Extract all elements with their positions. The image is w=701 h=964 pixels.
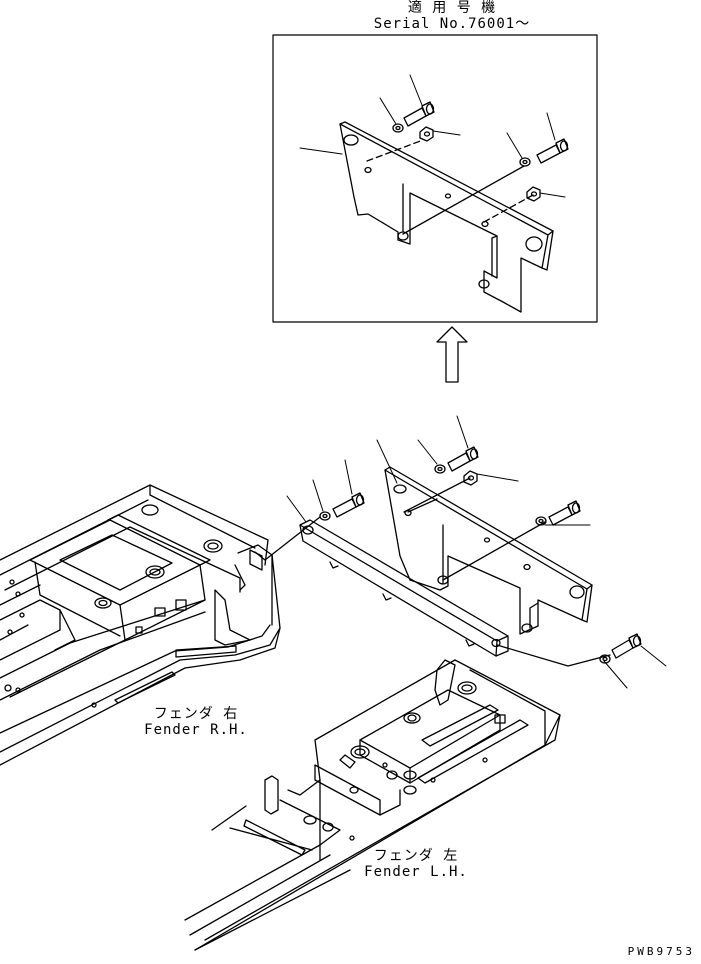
main-bolt-2 <box>447 446 479 472</box>
inset-bracket-plate <box>339 121 554 313</box>
main-bolt-1 <box>332 492 365 518</box>
inset-bolt-1 <box>403 101 435 127</box>
fender-lh <box>184 659 561 951</box>
arrow-up-icon <box>436 326 468 383</box>
inset-washer-1 <box>392 123 404 133</box>
fender-lh-label-jp: フェンダ 左 <box>373 848 459 864</box>
inset-nut-1 <box>419 126 434 142</box>
main-bracket-plate <box>384 466 593 635</box>
fender-rh <box>0 484 281 766</box>
main-washer-4 <box>599 654 611 664</box>
long-rail-bracket <box>299 519 509 657</box>
fender-rh-label-jp: フェンダ 右 <box>153 706 239 722</box>
main-nut-1 <box>463 470 478 486</box>
serial-heading-jp: 適 用 号 機 <box>407 0 497 16</box>
fender-lh-label-en: Fender L.H. <box>364 864 468 880</box>
inset-bolt-2 <box>536 138 569 164</box>
serial-heading-en: Serial No.76001～ <box>373 16 531 32</box>
inset-detail <box>272 34 598 323</box>
main-washer-1 <box>319 511 331 521</box>
main-bolt-4 <box>611 633 642 659</box>
main-washer-2 <box>434 464 446 474</box>
main-leader-lines <box>286 415 667 689</box>
inset-leader-lines <box>299 74 566 198</box>
fender-rh-label-en: Fender R.H. <box>144 722 248 738</box>
inset-washer-2 <box>519 157 531 167</box>
inset-nut-2 <box>526 186 541 202</box>
document-code: PWB9753 <box>627 945 695 958</box>
main-washer-3 <box>535 516 547 526</box>
main-bolt-3 <box>548 500 581 526</box>
